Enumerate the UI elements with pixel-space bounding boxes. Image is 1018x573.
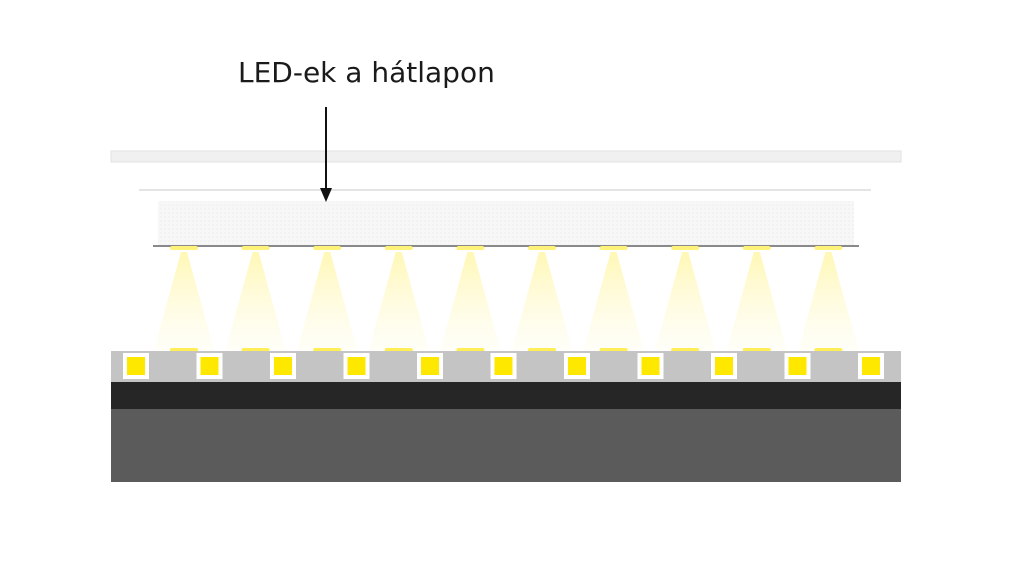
light-beam [225,246,286,353]
led-row [123,353,884,379]
light-beam [798,246,859,353]
light-beam [655,246,716,353]
led [270,353,296,379]
led [564,353,590,379]
front-panel [110,150,902,163]
led [858,353,884,379]
light-beam [154,246,214,353]
light-beam [297,246,358,353]
led [417,353,443,379]
light-beam [583,246,644,353]
callout-label: LED-ek a hátlapon [238,56,495,89]
led [711,353,737,379]
led [637,353,664,379]
led [343,353,370,379]
led [784,353,811,379]
led [123,353,149,379]
base-dark-strip [111,382,901,409]
light-beam [512,246,572,353]
led [490,353,517,379]
light-beam [726,246,787,353]
light-beams [154,246,859,353]
callout-arrow-head [320,188,332,202]
led [196,353,223,379]
light-beam [368,246,429,353]
base-block [111,409,901,482]
light-beam [440,246,501,353]
diffuser-layer [158,201,854,245]
